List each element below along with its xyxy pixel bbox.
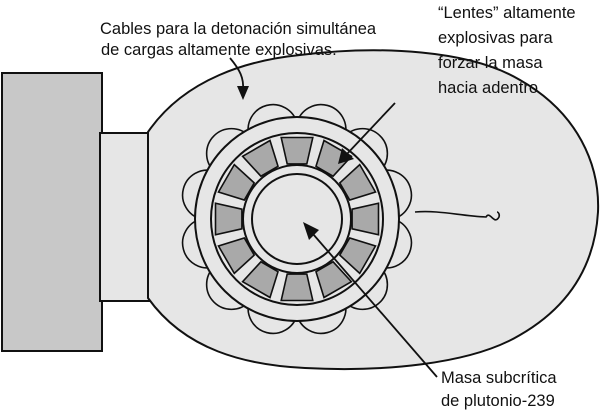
lens-segment	[280, 273, 314, 302]
lens-segment	[241, 139, 279, 178]
label-lenses-line4: hacia adentro	[438, 79, 538, 97]
detonator-wire	[414, 210, 501, 221]
cable-loop-path	[181, 103, 413, 335]
label-cables-line2: de cargas altamente explosivas.	[101, 41, 337, 59]
lens-segment	[217, 163, 256, 201]
lens-segment	[351, 202, 380, 236]
label-lenses-line2: explosivas para	[438, 29, 553, 47]
label-mass-line1: Masa subcrítica	[441, 369, 557, 387]
lens-segment	[217, 237, 256, 275]
lens-segment	[315, 260, 353, 299]
detonator-cable-loops	[181, 103, 413, 335]
lens-segment	[214, 202, 243, 236]
lens-segment	[338, 237, 377, 275]
lens-segment	[280, 136, 314, 165]
label-lenses-line3: forzar la masa	[438, 54, 543, 72]
tail-block	[1, 72, 103, 352]
label-lenses-line1: “Lentes” altamente	[438, 4, 576, 22]
arrow-lenses	[338, 102, 396, 164]
plutonium-core	[251, 173, 343, 265]
arrow-mass	[303, 222, 438, 378]
lens-segment	[241, 260, 279, 299]
lens-segment	[338, 163, 377, 201]
connector-neck	[99, 132, 150, 302]
explosive-lens-segments	[214, 136, 380, 302]
arrow-cables	[229, 57, 249, 100]
label-cables-line1: Cables para la detonación simultánea	[100, 20, 377, 38]
label-mass-line2: de plutonio-239	[441, 392, 555, 410]
